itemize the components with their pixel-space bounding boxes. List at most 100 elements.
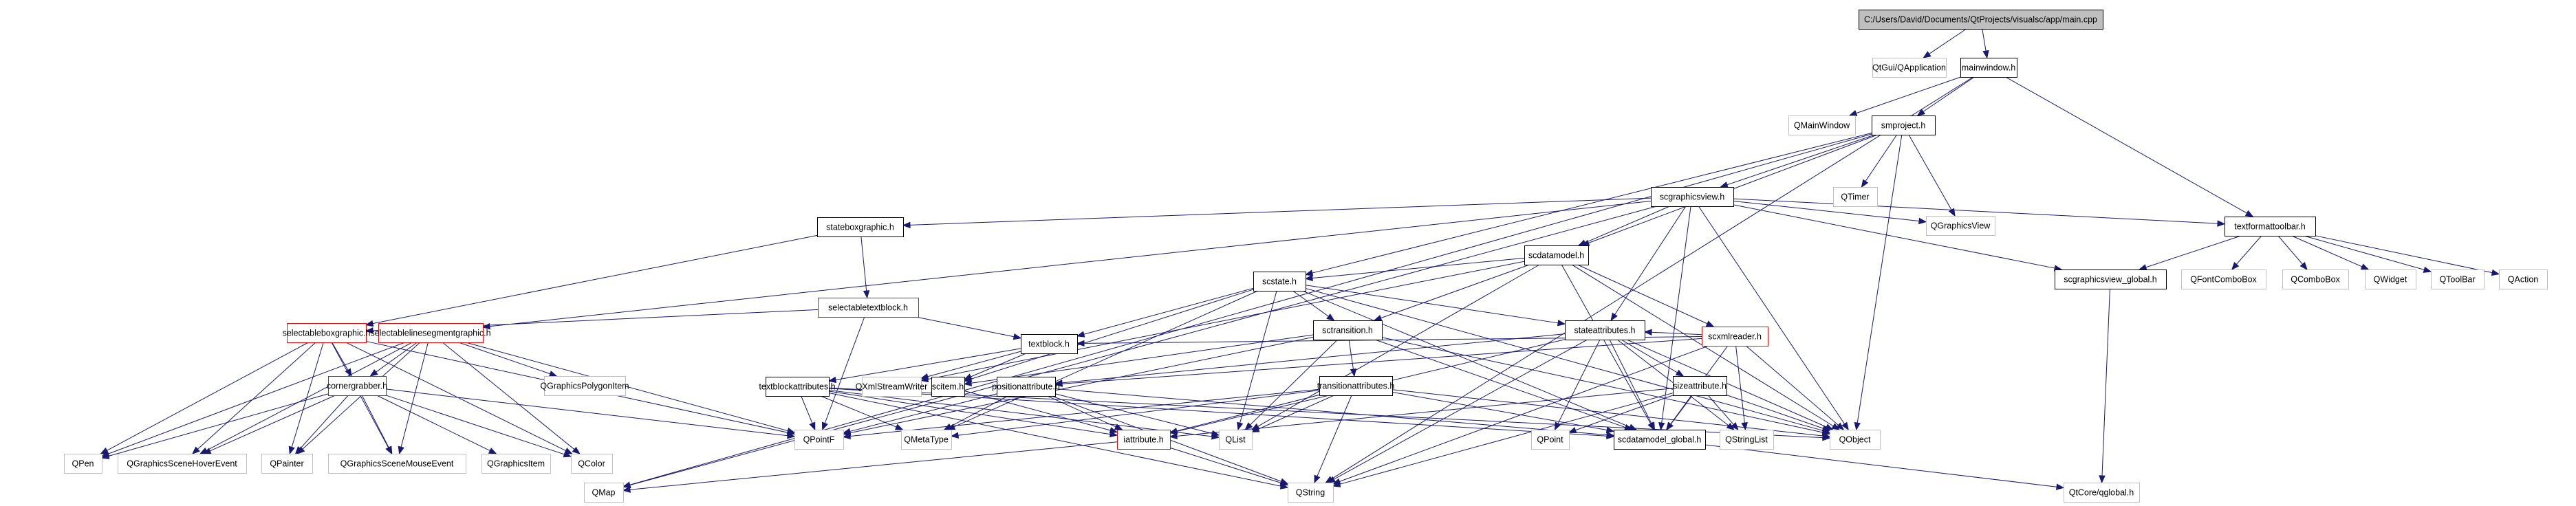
- edge-sctransition-to-scitem: [963, 334, 1314, 386]
- node-textblockattributes[interactable]: textblockattributes.h: [759, 377, 836, 397]
- node-selectableboxgraphic[interactable]: selectableboxgraphic.h: [283, 323, 371, 343]
- node-iattribute[interactable]: iattribute.h: [1117, 430, 1171, 450]
- arrowhead-icon: [1923, 51, 1931, 58]
- node-scdatamodel_global[interactable]: scdatamodel_global.h: [1614, 430, 1706, 450]
- arrowhead-icon: [365, 327, 374, 334]
- arrowhead-icon: [2244, 210, 2254, 217]
- edge-line: [107, 342, 309, 451]
- edge-line: [953, 290, 1258, 428]
- node-scitem[interactable]: scitem.h: [931, 377, 965, 397]
- node-label: scdatamodel.h: [1528, 251, 1584, 261]
- edge-transitionattributes-to-qstring: [1314, 395, 1352, 484]
- arrowhead-icon: [1854, 421, 1861, 431]
- arrowhead-icon: [1304, 270, 1314, 276]
- node-label: QGraphicsItem: [487, 459, 545, 469]
- edge-scstate-to-qmetatype: [946, 290, 1258, 430]
- edge-transitionattributes-to-qpointf: [842, 388, 1320, 440]
- node-box: [64, 454, 102, 474]
- edge-stateboxgraphic-to-selectabletextblock: [861, 236, 870, 299]
- arrowhead-icon: [1916, 109, 1926, 116]
- node-sctransition[interactable]: sctransition.h: [1313, 320, 1383, 340]
- edge-cornergrabber-to-qgraphicsitem: [376, 395, 497, 454]
- node-mainwindow[interactable]: mainwindow.h: [1960, 58, 2017, 78]
- node-label: QPoint: [1537, 435, 1563, 445]
- edge-line: [1381, 337, 1823, 433]
- arrowhead-icon: [1013, 333, 1022, 340]
- edge-line: [1047, 395, 1116, 428]
- edge-line: [1312, 133, 1872, 274]
- node-smproject[interactable]: smproject.h: [1872, 116, 1936, 135]
- arrowhead-icon: [1675, 369, 1685, 377]
- node-sizeattribute[interactable]: sizeattribute.h: [1673, 376, 1727, 396]
- arrowhead-icon: [1577, 239, 1587, 246]
- node-box: [1872, 116, 1936, 135]
- arrowhead-icon: [1705, 320, 1715, 327]
- edge-layer: [100, 28, 2500, 493]
- edge-line: [1381, 264, 1530, 319]
- edge-line: [1733, 200, 1920, 222]
- edge-line: [1577, 264, 1708, 324]
- edge-line: [345, 342, 566, 452]
- edge-line: [108, 393, 329, 456]
- node-scstate[interactable]: scstate.h: [1253, 272, 1306, 292]
- node-selectablelinesegmentgraphic[interactable]: selectablelinesegmentgraphic.h: [370, 323, 491, 343]
- edge-main-to-qapp: [1923, 28, 1967, 58]
- edge-positionattribute-to-scdatamodel_global: [1054, 388, 1615, 439]
- node-scxmlreader[interactable]: scxmlreader.h: [1702, 327, 1768, 346]
- edge-selectableboxgraphic-to-cornergrabber: [332, 342, 352, 377]
- node-positionattribute[interactable]: positionattribute.h: [992, 377, 1060, 397]
- edge-selectablelinesegmentgraphic-to-qpainter: [296, 342, 420, 454]
- edge-textblockattributes-to-qpointf: [801, 395, 816, 431]
- node-qlist: QList: [1219, 430, 1253, 450]
- arrowhead-icon: [369, 369, 378, 377]
- node-box: [931, 377, 965, 397]
- node-selectabletextblock[interactable]: selectabletextblock.h: [818, 298, 919, 318]
- arrowhead-icon: [1169, 428, 1178, 434]
- node-qxmlstreamwriter: QXmlStreamWriter: [856, 377, 927, 397]
- arrowhead-icon: [2299, 261, 2308, 271]
- arrowhead-icon: [1109, 427, 1118, 434]
- arrowhead-icon: [1076, 331, 1085, 338]
- node-scgraphicsview[interactable]: scgraphicsview.h: [1651, 187, 1734, 207]
- edge-line: [1054, 388, 1608, 436]
- edge-line: [291, 342, 324, 448]
- edge-sizeattribute-to-qpoint: [1568, 395, 1674, 434]
- node-label: QGraphicsSceneMouseEvent: [340, 459, 454, 469]
- edge-line: [1733, 198, 2218, 224]
- arrowhead-icon: [1610, 312, 1618, 322]
- node-scdatamodel[interactable]: scdatamodel.h: [1524, 245, 1589, 265]
- node-stateattributes[interactable]: stateattributes.h: [1565, 320, 1645, 340]
- edge-smproject-to-scgraphicsview: [1720, 134, 1875, 188]
- node-cornergrabber[interactable]: cornergrabber.h: [327, 376, 387, 396]
- node-label: QGraphicsPolygonItem: [540, 382, 629, 391]
- edge-line: [824, 316, 865, 424]
- edge-line: [1856, 76, 1961, 114]
- node-box: [1565, 320, 1645, 340]
- node-textblock[interactable]: textblock.h: [1021, 334, 1078, 354]
- edge-line: [1982, 28, 1987, 52]
- node-box: [1960, 58, 2017, 78]
- node-label: QPainter: [270, 459, 303, 469]
- edge-line: [2304, 235, 2425, 270]
- node-box: [2181, 270, 2266, 289]
- arrowhead-icon: [1658, 421, 1665, 431]
- node-scgraphicsview_global[interactable]: scgraphicsview_global.h: [2055, 270, 2167, 289]
- edge-scxmlreader-to-qstringlist: [1735, 345, 1748, 431]
- edge-selectablelinesegmentgraphic-to-qpen: [100, 342, 405, 457]
- node-box: [2064, 483, 2140, 503]
- node-label: C:/Users/David/Documents/QtProjects/visu…: [1864, 15, 2097, 25]
- node-textformattoolbar[interactable]: textformattoolbar.h: [2225, 217, 2316, 236]
- node-box: [328, 454, 466, 474]
- node-stateboxgraphic[interactable]: stateboxgraphic.h: [817, 217, 904, 237]
- edge-smproject-to-qobject: [1854, 134, 1903, 431]
- node-box: [1830, 430, 1881, 450]
- node-box: [1319, 376, 1393, 396]
- node-transitionattributes[interactable]: transitionattributes.h: [1317, 376, 1395, 396]
- arrowhead-icon: [1821, 425, 1831, 432]
- arrowhead-icon: [1332, 481, 1341, 487]
- edge-line: [849, 393, 997, 432]
- node-main[interactable]: C:/Users/David/Documents/QtProjects/visu…: [1859, 10, 2103, 30]
- edge-line: [2145, 235, 2241, 268]
- edge-textblockattributes-to-qmetatype: [820, 395, 904, 430]
- edge-line: [400, 342, 429, 448]
